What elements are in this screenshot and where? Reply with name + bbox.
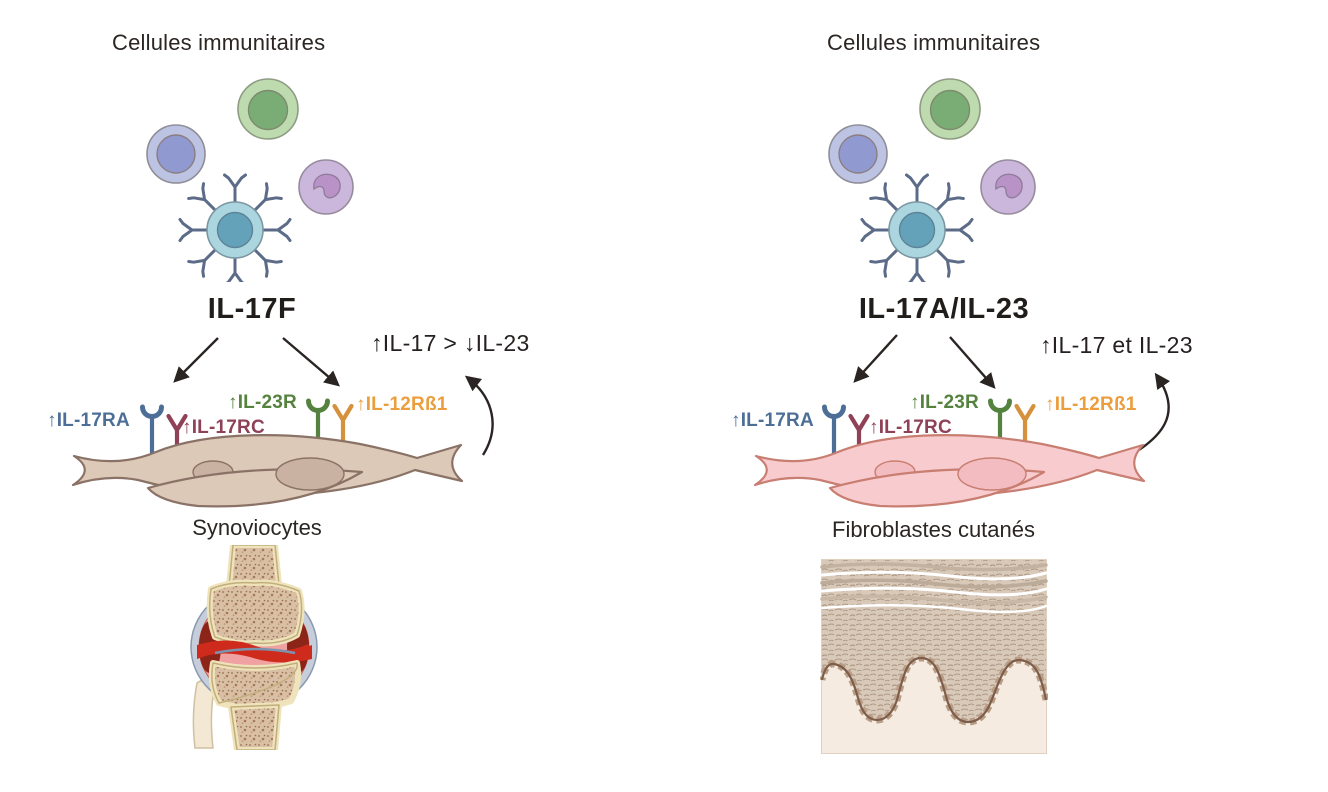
receptor-label-il17ra: ↑IL-17RA [731, 410, 814, 431]
panel-il17a-il23-fibroblasts: Cellules immunitaires IL-17A/IL-23 ↑IL-1… [664, 0, 1328, 792]
cell-type-label-synoviocytes: Synoviocytes [192, 515, 322, 540]
receptor-label-il17rc: ↑IL-17RC [182, 417, 265, 438]
cytokine-label-il17a-il23: IL-17A/IL-23 [858, 293, 1030, 325]
receptor-label-il12rb1: ↑IL-12Rß1 [1045, 394, 1137, 415]
receptor-label-il17rc: ↑IL-17RC [869, 417, 952, 438]
arrow-down-right-icon [949, 336, 996, 389]
receptor-label-il23r: ↑IL-23R [228, 392, 297, 413]
panel-il17f-synoviocytes: Cellules immunitaires IL-17F ↑IL-17 > ↓I… [47, 30, 530, 750]
femur-condyle [206, 579, 305, 647]
arrow-down-left-icon [853, 334, 898, 383]
signal-arrows [853, 334, 996, 389]
cell-type-label-fibroblasts: Fibroblastes cutanés [832, 517, 1035, 542]
skin-section-illustration [820, 559, 1048, 754]
curved-arrow-icon [464, 375, 494, 456]
receptor-label-il12rb1: ↑IL-12Rß1 [356, 394, 448, 415]
knee-joint-illustration [190, 545, 318, 750]
rete-ridge-border [820, 656, 1048, 724]
receptor-label-il23r: ↑IL-23R [910, 392, 979, 413]
epidermis-texture [822, 560, 1046, 722]
tibia-shaft [228, 702, 282, 750]
immune-cells-title: Cellules immunitaires [112, 30, 326, 55]
receptor-label-il17ra: ↑IL-17RA [47, 410, 130, 431]
immune-cells-title: Cellules immunitaires [827, 30, 1041, 55]
outcome-text: ↑IL-17 et IL-23 [1040, 332, 1193, 358]
outcome-text: ↑IL-17 > ↓IL-23 [371, 330, 530, 356]
cytokine-label-il17f: IL-17F [207, 293, 297, 325]
signal-arrows [173, 337, 340, 387]
stratum-corneum-flakes [820, 562, 1048, 614]
immune-cells-illustration [822, 70, 1042, 282]
arrow-down-right-icon [282, 337, 340, 387]
immune-cells-illustration [140, 70, 360, 282]
meniscus-line [214, 647, 296, 655]
arrow-down-left-icon [173, 337, 219, 383]
